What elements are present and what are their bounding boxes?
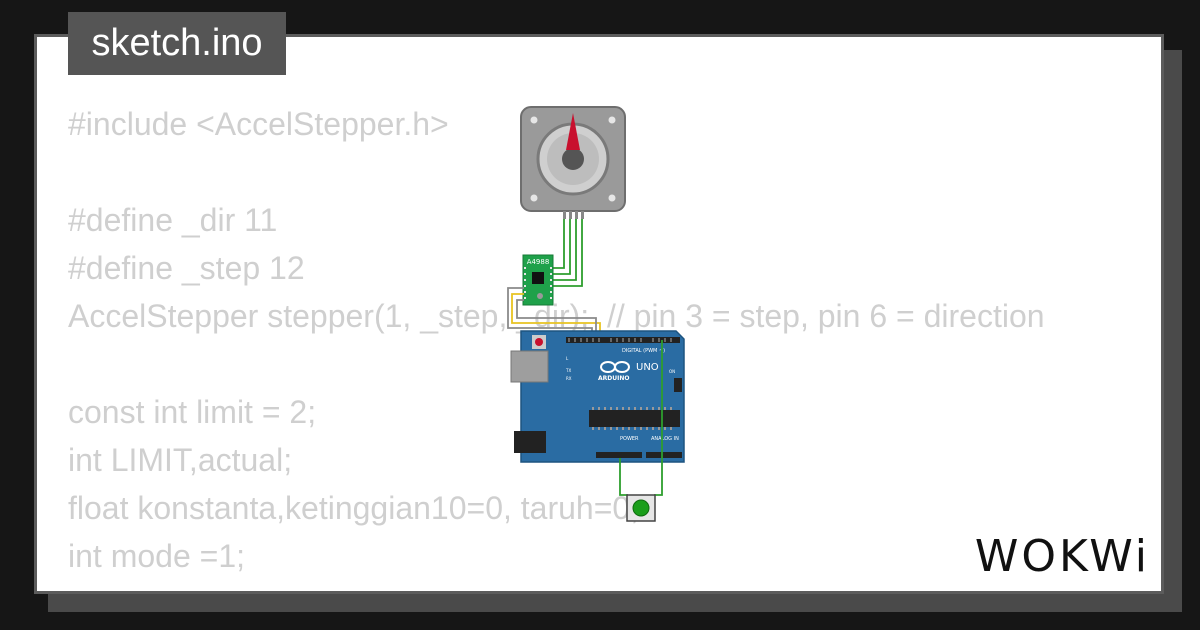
board-name: UNO: [636, 362, 659, 373]
power-label: POWER: [620, 436, 639, 442]
driver-label: A4988: [527, 258, 550, 266]
button-wires: [619, 340, 663, 496]
button-cap-icon: [632, 499, 650, 517]
l-led-label: L: [566, 356, 569, 361]
motor-needle-icon: [566, 113, 580, 150]
stepper-motor[interactable]: [520, 106, 626, 219]
motor-wires: [552, 219, 583, 287]
tx-label: TX: [565, 368, 571, 373]
code-line: const int limit = 2;: [68, 394, 317, 430]
code-line: int mode =1;: [68, 538, 245, 574]
code-line: #include <AccelStepper.h>: [68, 106, 449, 142]
rx-label: RX: [566, 376, 572, 381]
code-line: #define _step 12: [68, 250, 305, 286]
code-preview: #include <AccelStepper.h> #define _dir 11…: [68, 100, 1045, 580]
push-button[interactable]: [626, 494, 656, 522]
code-line: int LIMIT,actual;: [68, 442, 293, 478]
arduino-logo-icon: [600, 361, 630, 373]
code-line: float konstanta,ketinggian10=0, taruh=0;: [68, 490, 640, 526]
reset-button-icon: [535, 338, 543, 346]
arduino-uno-board[interactable]: DIGITAL (PWM ~) L TX RX UNO ARDUINO ON: [510, 330, 685, 463]
code-line: AccelStepper stepper(1, _step, _dir); //…: [68, 298, 1045, 334]
analog-label: ANALOG IN: [651, 436, 679, 442]
code-line: #define _dir 11: [68, 202, 278, 238]
on-label: ON: [669, 369, 675, 374]
sketch-title: sketch.ino: [68, 12, 286, 75]
a4988-driver[interactable]: A4988: [522, 254, 554, 306]
board-brand: ARDUINO: [598, 375, 629, 382]
wokwi-logo: WOKWi: [974, 531, 1150, 582]
atmega-chip: [589, 410, 680, 427]
digital-label: DIGITAL (PWM ~): [622, 348, 665, 354]
